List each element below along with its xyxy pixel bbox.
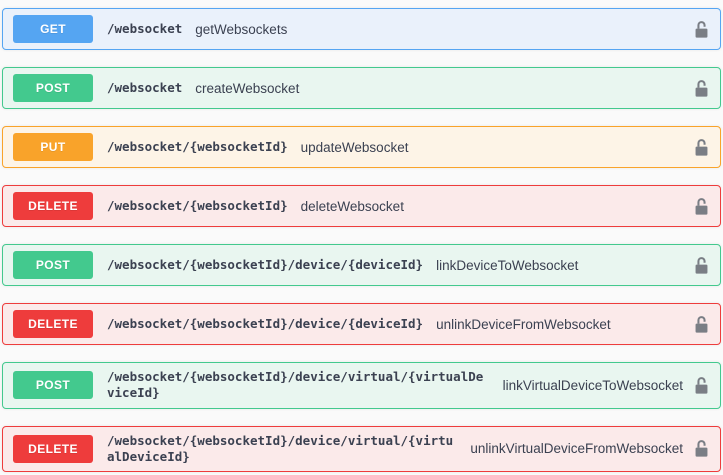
endpoint-path: /websocket/{websocketId} — [107, 197, 288, 213]
method-badge: GET — [13, 15, 93, 43]
endpoint-row[interactable]: GET /websocket getWebsockets — [2, 8, 721, 50]
endpoint-summary: updateWebsocket — [300, 139, 409, 155]
method-badge: POST — [13, 251, 93, 279]
endpoint-summary: createWebsocket — [195, 80, 300, 96]
method-badge: POST — [13, 371, 93, 400]
endpoint-summary: unlinkDeviceFromWebsocket — [436, 316, 611, 332]
endpoint-summary: deleteWebsocket — [300, 198, 404, 214]
method-badge: DELETE — [13, 310, 93, 338]
endpoint-row[interactable]: POST /websocket/{websocketId}/device/{de… — [2, 244, 721, 286]
endpoint-path: /websocket/{websocketId}/device/virtual/… — [107, 369, 484, 401]
endpoint-summary: getWebsockets — [195, 21, 288, 37]
endpoint-path: /websocket — [107, 20, 183, 36]
unlock-icon[interactable] — [683, 314, 710, 335]
unlock-icon[interactable] — [683, 255, 710, 276]
unlock-icon[interactable] — [683, 196, 710, 217]
unlock-icon[interactable] — [683, 438, 710, 459]
endpoint-path: /websocket — [107, 79, 183, 95]
endpoint-summary: linkVirtualDeviceToWebsocket — [502, 377, 683, 393]
endpoint-summary: linkDeviceToWebsocket — [436, 257, 579, 273]
endpoint-path: /websocket/{websocketId}/device/{deviceI… — [107, 315, 424, 331]
method-badge: POST — [13, 74, 93, 102]
endpoint-path: /websocket/{websocketId} — [107, 138, 288, 154]
unlock-icon[interactable] — [683, 78, 710, 99]
unlock-icon[interactable] — [683, 375, 710, 396]
endpoint-row[interactable]: POST /websocket/{websocketId}/device/vir… — [2, 362, 721, 409]
endpoint-row[interactable]: DELETE /websocket/{websocketId} deleteWe… — [2, 185, 721, 227]
endpoint-path: /websocket/{websocketId}/device/virtual/… — [107, 432, 454, 464]
endpoint-row[interactable]: POST /websocket createWebsocket — [2, 67, 721, 109]
endpoint-row[interactable]: DELETE /websocket/{websocketId}/device/{… — [2, 303, 721, 345]
method-badge: DELETE — [13, 434, 93, 463]
endpoint-row[interactable]: PUT /websocket/{websocketId} updateWebso… — [2, 126, 721, 168]
endpoint-row[interactable]: DELETE /websocket/{websocketId}/device/v… — [2, 425, 721, 472]
unlock-icon[interactable] — [683, 137, 710, 158]
method-badge: DELETE — [13, 192, 93, 220]
endpoint-summary: unlinkVirtualDeviceFromWebsocket — [470, 441, 683, 457]
method-badge: PUT — [13, 133, 93, 161]
endpoint-path: /websocket/{websocketId}/device/{deviceI… — [107, 256, 424, 272]
unlock-icon[interactable] — [683, 19, 710, 40]
